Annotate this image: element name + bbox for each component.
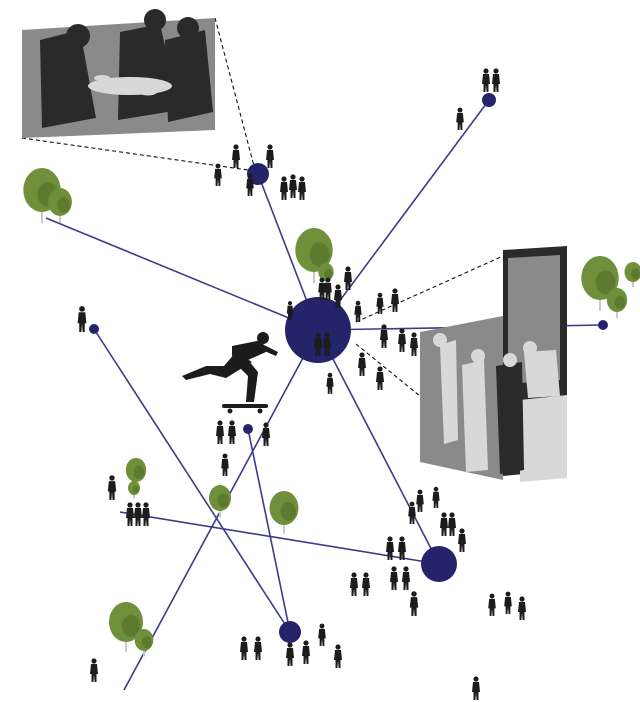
person-silhouette-icon [286,642,294,666]
person-silhouette-icon [214,163,222,186]
person-silhouette-icon [232,144,240,168]
callout-line [21,137,249,171]
person-silhouette-icon [402,566,410,590]
person-silhouette-icon [376,366,384,390]
tree-icon [48,188,72,223]
tree-icon [606,288,628,318]
tree-icon [581,256,619,311]
tree-shade [122,615,140,637]
person-silhouette-icon [77,306,87,332]
tree-shade [141,636,152,649]
callout-line [355,255,504,323]
tree-shade [280,502,296,521]
person-silhouette-icon [398,536,406,560]
tree-icon [624,262,640,287]
person-silhouette-icon [448,512,456,536]
skateboarder-icon [182,332,278,414]
person-silhouette-icon [228,420,236,444]
network-node [279,621,301,643]
person-silhouette-icon [90,658,98,682]
tree-shade [614,295,626,309]
tree-shade [132,485,139,494]
network-node [598,320,608,330]
person-silhouette-icon [456,107,464,130]
tree-shade [57,197,70,213]
person-silhouette-icon [362,572,370,596]
person-silhouette-icon [142,502,150,526]
person-silhouette-icon [280,176,288,200]
network-edge [93,328,291,633]
person-silhouette-icon [440,512,448,536]
person-silhouette-icon [416,489,424,512]
person-silhouette-icon [298,176,306,200]
person-silhouette-icon [334,644,342,668]
network-edge [317,329,440,565]
callout-lines [21,17,504,397]
person-silhouette-icon [126,502,134,526]
person-silhouette-icon [134,502,142,526]
person-silhouette-icon [488,593,496,616]
person-silhouette-icon [358,352,366,376]
person-silhouette-icon [262,422,270,446]
person-silhouette-icon [398,328,406,352]
person-silhouette-icon [409,591,419,616]
tree-shade [217,493,230,508]
person-silhouette-icon [266,144,274,168]
tree-shade [631,268,640,280]
person-silhouette-icon [376,292,384,314]
person-silhouette-icon [326,372,334,394]
network-node [421,546,457,582]
tree-icon [134,629,154,657]
person-silhouette-icon [254,636,262,660]
person-silhouette-icon [390,566,398,590]
tree-icon [125,458,147,488]
tree-icon [295,228,333,283]
person-silhouette-icon [492,68,500,92]
cafe-photo-icon [22,9,215,138]
network-edge [247,428,291,633]
person-silhouette-icon [518,596,526,620]
person-silhouette-icon [354,300,362,322]
person-silhouette-icon [289,174,297,198]
tree-shade [595,270,616,295]
trees-layer [23,168,640,657]
person-silhouette-icon [482,68,490,92]
nodes-layer [89,93,608,643]
network-node [482,93,496,107]
network-node [89,324,99,334]
person-silhouette-icon [350,572,358,596]
person-silhouette-icon [221,453,229,476]
person-silhouette-icon [458,528,466,552]
tree-shade [133,465,145,479]
network-edge [45,217,319,331]
person-silhouette-icon [216,420,224,444]
person-silhouette-icon [410,332,418,356]
network-edge [119,511,440,565]
callout-line [214,17,255,167]
doorway-photo-icon [420,246,567,482]
person-silhouette-icon [432,486,440,508]
tree-icon [128,481,140,499]
tree-shade [309,242,330,267]
tree-icon [208,485,232,518]
person-silhouette-icon [391,288,399,312]
person-silhouette-icon [318,623,326,646]
network-node [243,424,253,434]
tree-icon [109,602,143,652]
person-silhouette-icon [472,676,480,700]
person-silhouette-icon [240,636,248,660]
tree-shade [324,268,333,279]
network-edge [317,99,490,331]
callout-line [355,343,421,397]
person-silhouette-icon [302,640,310,664]
person-silhouette-icon [107,475,117,500]
network-node [285,297,351,363]
person-silhouette-icon [504,591,512,614]
person-silhouette-icon [380,324,388,348]
tree-icon [318,263,334,286]
tree-icon [269,491,299,534]
